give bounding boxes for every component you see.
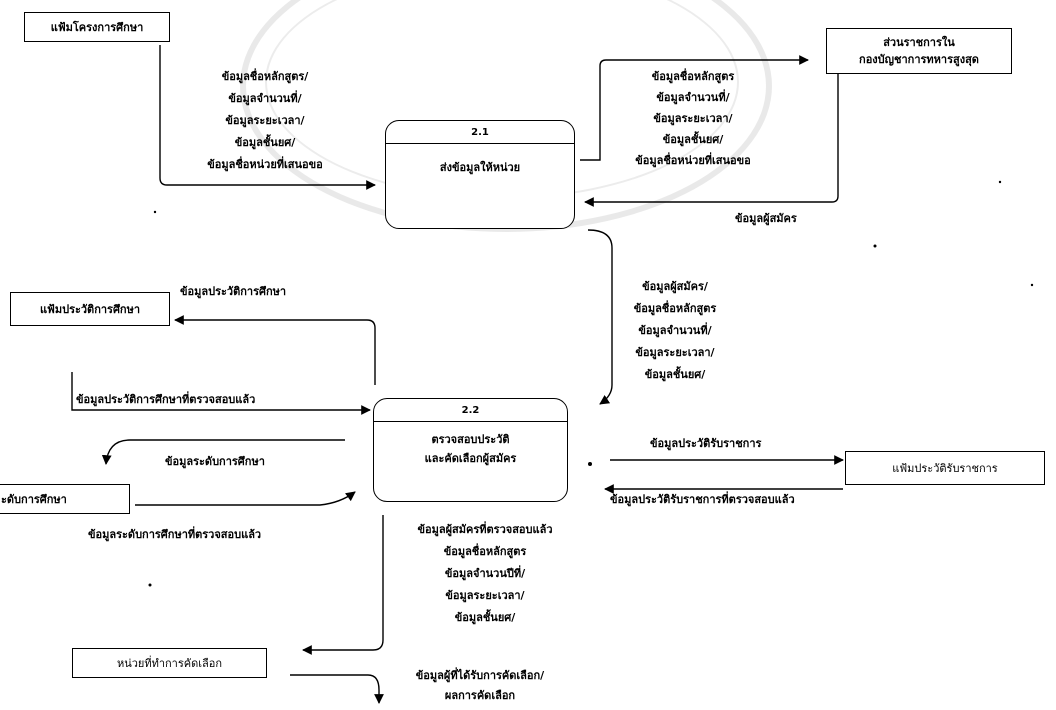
- flow-label-service-file-to-p22: ข้อมูลประวัติรับราชการที่ตรวจสอบแล้ว: [610, 493, 795, 506]
- stray-dot: [588, 462, 592, 466]
- entity-study-history-file: แฟ้มประวัติการศึกษา: [10, 292, 170, 326]
- entity-agency: ส่วนราชการใน กองบัญชาการทหารสูงสุด: [826, 28, 1012, 74]
- flow-label-level-file-to-p22: ข้อมูลระดับการศึกษาที่ตรวจสอบแล้ว: [88, 528, 262, 541]
- flow-label-p21-to-agency: ข้อมูลชื่อหลักสูตร ข้อมูลจำนวนที่/ ข้อมู…: [598, 66, 788, 171]
- entity-label: แฟ้มโครงการศึกษา: [50, 21, 144, 34]
- flow-label-p22-to-study-file: ข้อมูลประวัติการศึกษา: [180, 285, 287, 298]
- flow-label-p22-to-level-file: ข้อมูลระดับการศึกษา: [165, 455, 265, 468]
- process-2-1: 2.1 ส่งข้อมูลให้หน่วย: [385, 120, 575, 229]
- flow-p21-to-p22: [587, 229, 613, 405]
- flow-label-line: ข้อมูลระยะเวลา/: [653, 112, 733, 125]
- flow-label-agency-to-p21: ข้อมูลผู้สมัคร: [735, 212, 797, 225]
- flow-label-line: ข้อมูลจำนวนปีที่/: [444, 567, 526, 580]
- entity-label: ะดับการศึกษา: [1, 493, 67, 506]
- flow-file-to-p21: [159, 45, 376, 190]
- flow-label-line: ข้อมูลจำนวนที่/: [638, 324, 712, 337]
- flow-p22-to-study-file: [174, 315, 376, 385]
- flow-label-line: ข้อมูลจำนวนที่/: [656, 91, 730, 104]
- stray-dot: [153, 210, 157, 214]
- entity-label: แฟ้มประวัติการศึกษา: [39, 303, 141, 316]
- flow-study-file-to-p22: [71, 372, 371, 415]
- entity-service-history-file: แฟ้มประวัติรับราชการ: [845, 451, 1045, 485]
- process-name-line: ส่งข้อมูลให้หน่วย: [439, 161, 521, 174]
- entity-education-level-file: ะดับการศึกษา: [0, 484, 130, 514]
- flow-label-line: ข้อมูลชั้นยศ/: [644, 368, 706, 381]
- stray-dot: [1030, 283, 1034, 287]
- process-name-line: ตรวจสอบประวัติ: [431, 433, 510, 446]
- flow-label-line: ข้อมูลชื่อหลักสูตร/: [221, 70, 309, 83]
- flow-level-file-to-p22: [135, 491, 356, 506]
- flow-label-line: ข้อมูลชั้นยศ/: [662, 133, 724, 146]
- flow-label-line: ข้อมูลชื่อหน่วยที่เสนอขอ: [207, 158, 323, 171]
- flow-label-study-file-to-p22: ข้อมูลประวัติการศึกษาที่ตรวจสอบแล้ว: [76, 393, 256, 406]
- flow-label-file-to-p21: ข้อมูลชื่อหลักสูตร/ ข้อมูลจำนวนที่/ ข้อม…: [190, 66, 340, 176]
- stray-dot: [148, 583, 152, 587]
- flow-label-line: ข้อมูลผู้สมัคร/: [642, 280, 708, 293]
- flow-label-line: ข้อมูลผู้ที่ได้รับการคัดเลือก/: [415, 669, 545, 682]
- process-id: 2.1: [386, 121, 574, 144]
- entity-label: แฟ้มประวัติรับราชการ: [892, 462, 998, 475]
- flow-label-line: ข้อมูลชื่อหน่วยที่เสนอขอ: [635, 154, 751, 167]
- flow-label-line: ข้อมูลชื่อหลักสูตร: [633, 302, 717, 315]
- flow-agency-to-p21: [584, 72, 839, 207]
- flow-label-line: ผลการคัดเลือก: [444, 689, 516, 702]
- entity-label: หน่วยที่ทำการคัดเลือก: [116, 657, 223, 670]
- flow-label-line: ข้อมูลชั้นยศ/: [454, 611, 516, 624]
- flow-label-line: ข้อมูลชั้นยศ/: [234, 136, 296, 149]
- process-name: ตรวจสอบประวัติ และคัดเลือกผู้สมัคร: [374, 422, 567, 468]
- flow-unit-out: [290, 674, 384, 704]
- flow-p22-to-level-file: [101, 439, 345, 465]
- flow-label-p21-to-p22: ข้อมูลผู้สมัคร/ ข้อมูลชื่อหลักสูตร ข้อมู…: [610, 276, 740, 386]
- process-2-2: 2.2 ตรวจสอบประวัติ และคัดเลือกผู้สมัคร: [373, 398, 568, 502]
- entity-label: กองบัญชาการทหารสูงสุด: [859, 53, 979, 66]
- flow-label-line: ข้อมูลชื่อหลักสูตร: [443, 545, 527, 558]
- flow-label-line: ข้อมูลชื่อหลักสูตร: [651, 70, 735, 83]
- stray-dot: [873, 244, 877, 248]
- entity-selection-unit: หน่วยที่ทำการคัดเลือก: [72, 648, 267, 678]
- flow-label-line: ข้อมูลระยะเวลา/: [225, 114, 305, 127]
- flow-p21-to-agency: [580, 55, 809, 161]
- flow-label-line: ข้อมูลระยะเวลา/: [445, 589, 525, 602]
- entity-label: ส่วนราชการใน: [883, 36, 955, 49]
- flow-label-line: ข้อมูลจำนวนที่/: [228, 92, 302, 105]
- flow-label-unit-out: ข้อมูลผู้ที่ได้รับการคัดเลือก/ ผลการคัดเ…: [385, 666, 575, 706]
- process-name: ส่งข้อมูลให้หน่วย: [386, 144, 574, 177]
- flow-label-p22-to-service-file: ข้อมูลประวัติรับราชการ: [650, 437, 762, 450]
- flow-p22-to-unit: [302, 515, 384, 655]
- process-id: 2.2: [374, 399, 567, 422]
- flow-label-p22-to-unit: ข้อมูลผู้สมัครที่ตรวจสอบแล้ว ข้อมูลชื่อห…: [385, 519, 585, 629]
- flow-label-line: ข้อมูลผู้สมัครที่ตรวจสอบแล้ว: [417, 523, 553, 536]
- entity-curriculum-file: แฟ้มโครงการศึกษา: [24, 12, 170, 42]
- stray-dot: [998, 180, 1002, 184]
- process-name-line: และคัดเลือกผู้สมัคร: [424, 452, 517, 465]
- flow-label-line: ข้อมูลระยะเวลา/: [635, 346, 715, 359]
